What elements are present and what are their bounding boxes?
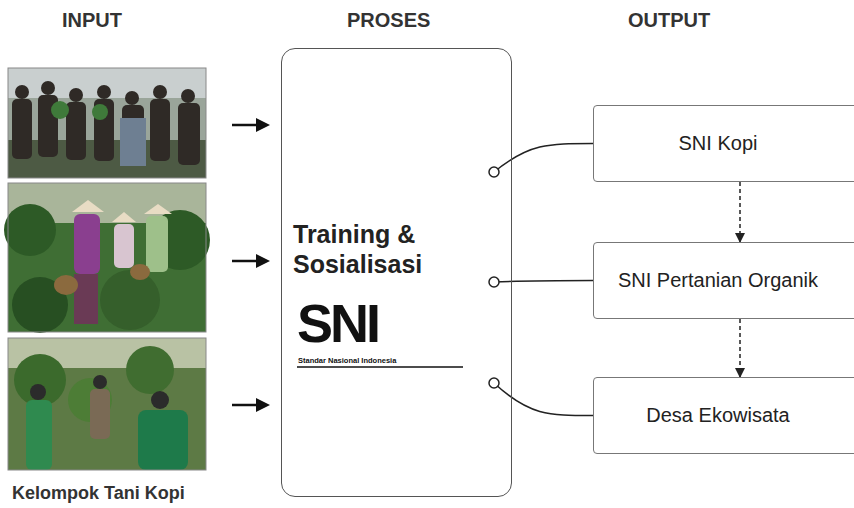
logo-underline — [297, 366, 463, 368]
photo-farmers-group — [8, 68, 206, 178]
output-box: SNI Pertanian Organik — [593, 242, 854, 319]
connector — [489, 144, 593, 178]
connector — [489, 378, 593, 416]
connector — [740, 182, 741, 242]
process-title: Training & Sosialisasi — [293, 219, 493, 279]
column-heading: PROSES — [347, 9, 430, 32]
sni-logo-subtitle: Standar Nasional Indonesia — [298, 356, 468, 365]
process-box: Training & SosialisasiSNI Standar Nasiona… — [281, 48, 512, 497]
output-label: SNI Pertanian Organik — [618, 269, 818, 292]
connector — [740, 319, 741, 377]
output-box: SNI Kopi — [593, 105, 854, 182]
output-label: Desa Ekowisata — [646, 404, 789, 427]
sni-logo-text: SNI — [297, 294, 447, 352]
photo-coffee-picking — [4, 183, 210, 333]
output-label: SNI Kopi — [679, 132, 758, 155]
output-box: Desa Ekowisata — [593, 377, 854, 454]
input-caption: Kelompok Tani Kopi — [12, 483, 185, 504]
connector — [489, 277, 593, 287]
column-heading: OUTPUT — [628, 9, 710, 32]
input-arrows — [232, 118, 270, 412]
column-heading: INPUT — [62, 9, 122, 32]
photo-field-inspection — [8, 338, 206, 470]
